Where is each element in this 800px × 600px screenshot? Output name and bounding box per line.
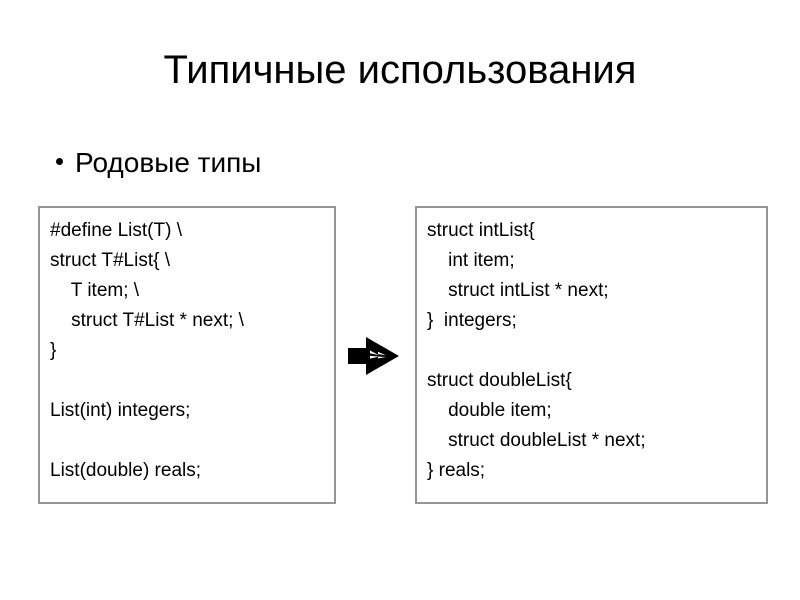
code-line: T item; \ xyxy=(50,280,140,301)
bullet-item: Родовые типы xyxy=(56,146,261,180)
code-line xyxy=(50,426,330,456)
code-line: struct intList * next; xyxy=(427,280,609,301)
code-line xyxy=(50,366,330,396)
code-line: struct T#List * next; \ xyxy=(50,310,244,331)
macro-definition-code-box: #define List(T) \ struct T#List{ \ T ite… xyxy=(38,206,336,504)
code-line: } integers; xyxy=(427,310,517,331)
code-line: #define List(T) \ xyxy=(50,220,182,241)
code-line: } reals; xyxy=(427,460,486,481)
page-title: Типичные использования xyxy=(163,48,637,92)
macro-definition-code-lines: #define List(T) \ struct T#List{ \ T ite… xyxy=(50,216,330,486)
expanded-code-box: struct intList{ int item; struct intList… xyxy=(415,206,768,504)
code-line: List(double) reals; xyxy=(50,460,202,481)
code-line: struct T#List{ \ xyxy=(50,250,171,271)
bullet-item-label: Родовые типы xyxy=(75,147,262,178)
code-line: double item; xyxy=(427,400,552,421)
code-line: struct doubleList * next; xyxy=(427,430,646,451)
code-line: int item; xyxy=(427,250,515,271)
code-line: List(int) integers; xyxy=(50,400,191,421)
code-line: struct doubleList{ xyxy=(427,370,572,391)
expanded-code-lines: struct intList{ int item; struct intList… xyxy=(427,216,762,486)
bullet-dot-icon xyxy=(56,158,63,165)
code-line: struct intList{ xyxy=(427,220,535,241)
code-line xyxy=(427,336,762,366)
code-line: } xyxy=(50,340,57,361)
block-arrow-right-icon xyxy=(346,334,402,378)
